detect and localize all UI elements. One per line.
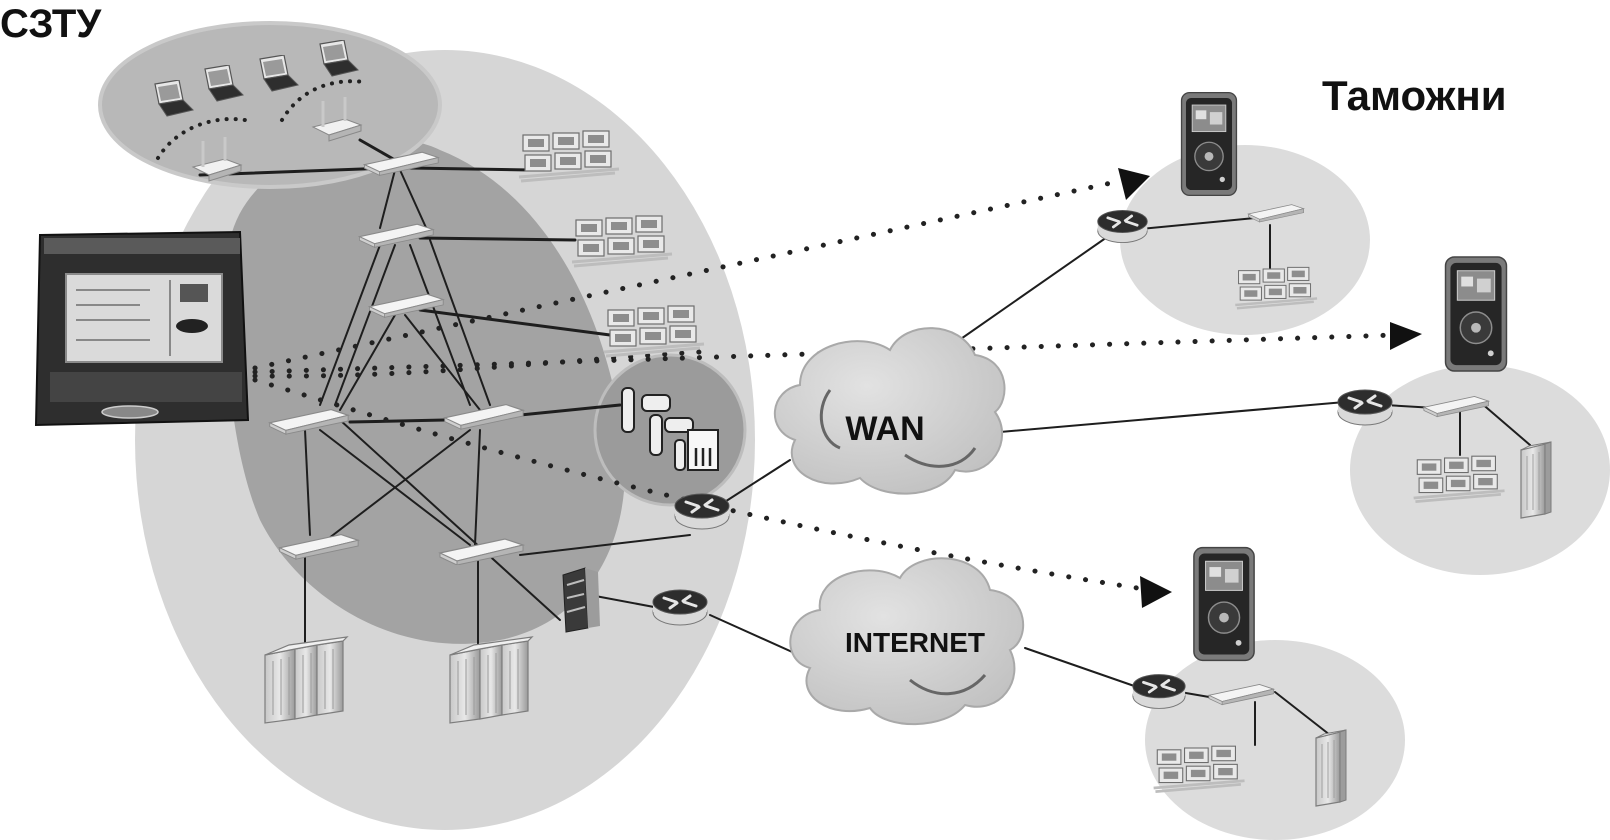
firewall-icon <box>562 567 600 633</box>
server-rack-icon <box>449 636 533 724</box>
internet-label: INTERNET <box>845 627 985 658</box>
server-tower-icon <box>1520 441 1552 519</box>
handheld-device-icon[interactable] <box>1444 256 1508 372</box>
wan-cloud[interactable]: WAN <box>773 327 1006 495</box>
link-left-right-switch <box>348 418 447 424</box>
handheld-device-icon[interactable] <box>1193 546 1255 662</box>
link-core2-workstations-2 <box>418 236 577 242</box>
link-ap2-core <box>358 138 397 162</box>
router-icon <box>1336 388 1394 427</box>
arrowheads <box>1118 168 1422 608</box>
hq-core-zone <box>226 138 625 644</box>
network-analyzer-terminal-icon[interactable] <box>34 230 250 427</box>
wireless-zone <box>98 21 442 189</box>
internet-router-icon <box>651 588 709 627</box>
monitor-link-top-branch <box>252 175 1133 371</box>
network-links <box>198 138 1531 746</box>
server-tower-icon <box>1315 729 1347 807</box>
wireless-signals <box>156 79 367 160</box>
wan-router-icon <box>673 492 731 531</box>
branches-label: Таможни <box>1322 72 1507 119</box>
wan-label: WAN <box>845 410 924 448</box>
handheld-device-icon[interactable] <box>1180 91 1238 197</box>
arrow-top-branch <box>1118 168 1150 200</box>
headquarters-label: СЗТУ <box>0 2 102 46</box>
router-icon <box>1096 209 1149 245</box>
router-icon <box>1131 673 1187 710</box>
internet-cloud[interactable]: INTERNET <box>789 557 1024 726</box>
link-core-workstations-1 <box>408 166 532 172</box>
monitoring-links <box>252 175 1403 595</box>
monitor-link-bottom-branch <box>252 377 1158 595</box>
monitor-link-hq <box>252 349 703 379</box>
monitor-link-middle-branch <box>252 330 1403 375</box>
arrow-bottom-branch <box>1140 576 1172 608</box>
application-gateway-icon <box>621 387 719 471</box>
arrow-middle-branch <box>1390 322 1422 350</box>
branch-bottom-zone <box>1145 640 1405 840</box>
link-core3-workstations-3 <box>418 308 612 337</box>
server-rack-icon <box>264 636 348 724</box>
